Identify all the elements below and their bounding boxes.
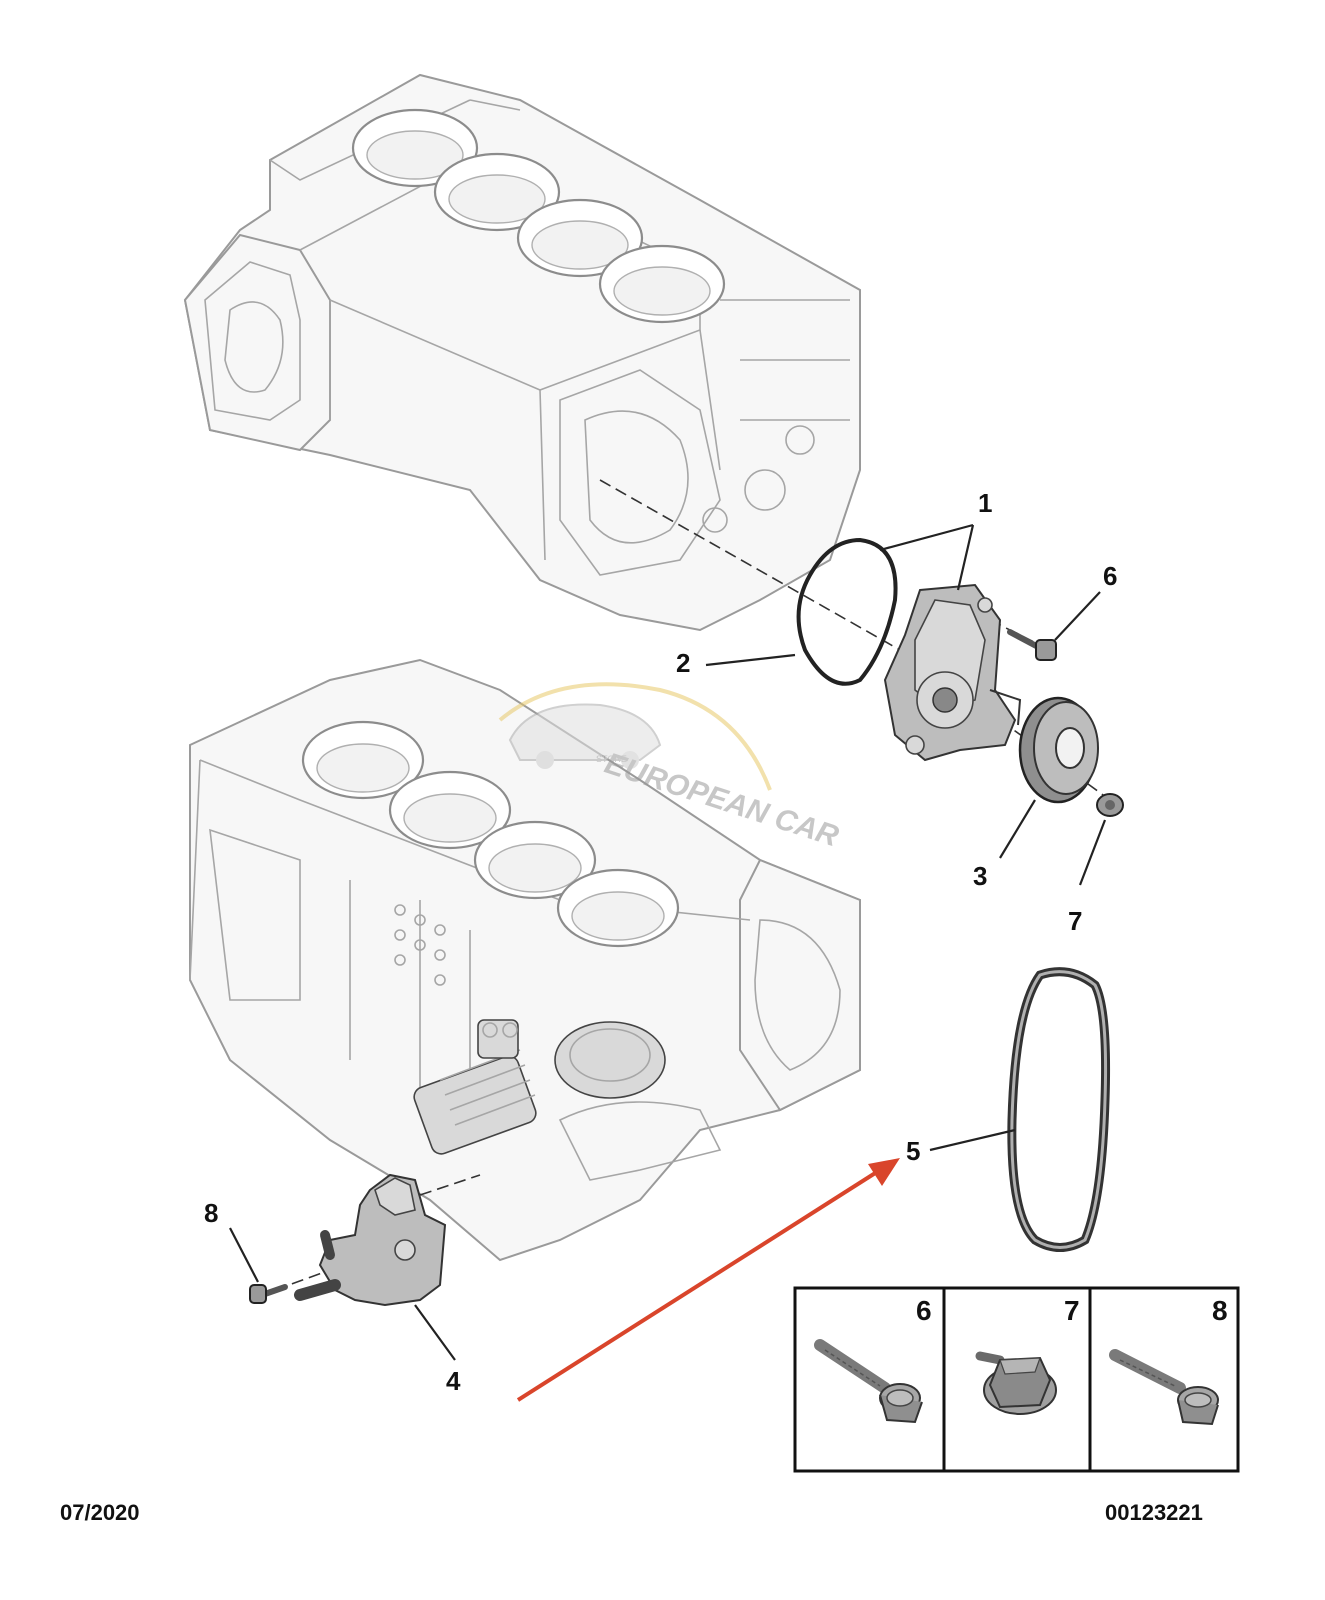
assembly-line-bolt-7 — [999, 719, 1111, 801]
engine-block-upper — [183, 73, 861, 632]
fastener-table-label-8: 8 — [1212, 1295, 1228, 1326]
callout-8: 8 — [204, 1198, 218, 1228]
callout-labels: 1 2 3 4 5 6 7 8 — [204, 488, 1117, 1396]
bolt-8 — [249, 1284, 288, 1304]
callout-3: 3 — [973, 861, 987, 891]
oil-filter-housing — [413, 1019, 666, 1155]
water-pump-pulley — [1018, 696, 1099, 804]
water-pump — [883, 583, 1022, 762]
callout-1: 1 — [978, 488, 992, 518]
callout-4: 4 — [446, 1366, 461, 1396]
callout-6: 6 — [1103, 561, 1117, 591]
fastener-table-label-7: 7 — [1064, 1295, 1080, 1326]
thermostat-housing — [294, 1173, 447, 1307]
callout-5: 5 — [906, 1136, 920, 1166]
callout-7: 7 — [1068, 906, 1082, 936]
water-pump-gasket — [796, 537, 898, 686]
leader-lines — [229, 523, 1107, 1361]
date-code: 07/2020 — [60, 1500, 140, 1525]
reference-number: 00123221 — [1105, 1500, 1203, 1525]
red-arrow — [516, 1158, 900, 1402]
bolt-6 — [1007, 629, 1057, 661]
callout-2: 2 — [676, 648, 690, 678]
assembly-line-water-pump — [599, 479, 901, 651]
engine-block-lower — [189, 658, 861, 1262]
bolt-icon — [814, 1339, 923, 1424]
fastener-table: 6 7 8 — [793, 1286, 1240, 1473]
watermark-subtext: STORE — [596, 754, 627, 764]
flanged-nut-7 — [1096, 793, 1124, 817]
drive-belt — [1007, 967, 1111, 1252]
flanged-nut-icon — [975, 1351, 1057, 1415]
bolt-icon — [1109, 1349, 1219, 1426]
fastener-table-label-6: 6 — [916, 1295, 932, 1326]
oil-gallery-plugs — [394, 904, 446, 986]
assembly-line-thermostat — [419, 1174, 481, 1196]
